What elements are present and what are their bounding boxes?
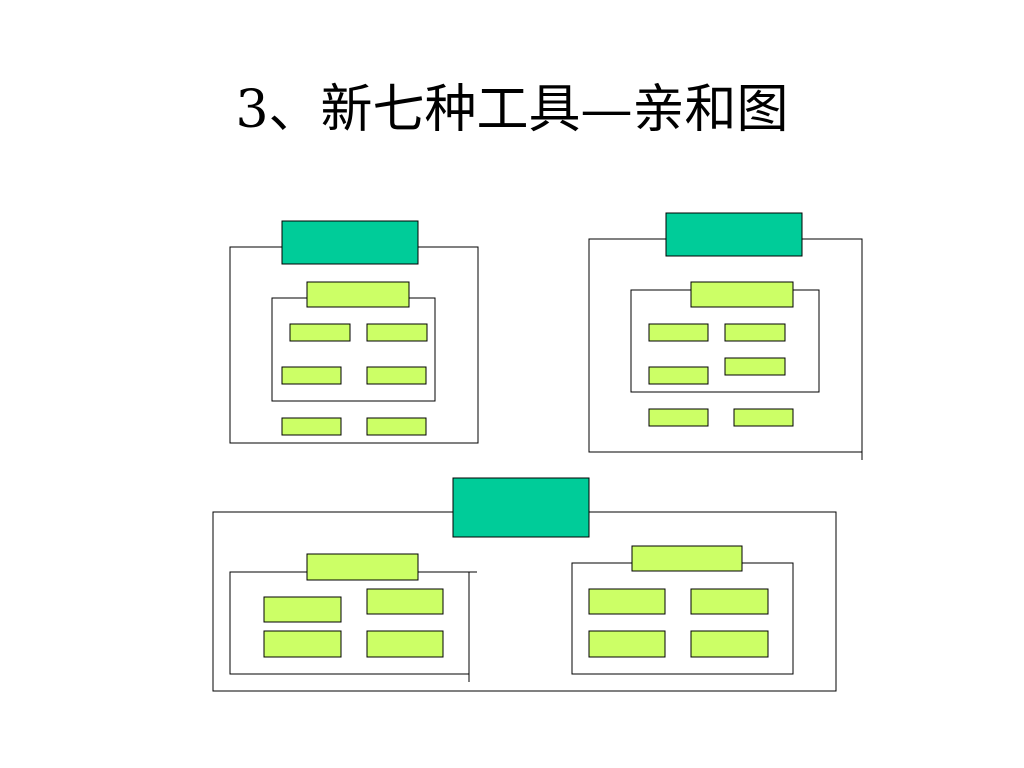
group-header-card xyxy=(281,220,419,265)
subgroup-header-card xyxy=(631,545,743,572)
affinity-group-3 xyxy=(212,477,837,692)
note-card xyxy=(289,323,351,342)
note-card xyxy=(281,417,342,436)
note-card xyxy=(366,366,427,385)
subgroup-header-card xyxy=(306,281,410,308)
note-card xyxy=(366,323,428,342)
note-card xyxy=(366,588,444,615)
note-card xyxy=(588,588,666,615)
affinity-group-2 xyxy=(588,212,863,460)
group-header-card xyxy=(452,477,590,538)
note-card xyxy=(281,366,342,385)
note-card xyxy=(366,417,427,436)
group-frame xyxy=(588,238,863,460)
subgroup-frame xyxy=(271,297,436,402)
note-card xyxy=(724,323,786,342)
note-card xyxy=(733,408,794,427)
note-card xyxy=(648,366,709,385)
note-card xyxy=(366,630,444,658)
note-card xyxy=(648,408,709,427)
affinity-subgroup-right xyxy=(571,545,794,675)
affinity-group-1 xyxy=(229,220,479,444)
note-card xyxy=(690,630,769,658)
group-frame xyxy=(229,246,479,444)
note-card xyxy=(263,630,342,658)
slide-title: 3、新七种工具—亲和图 xyxy=(235,80,789,140)
group-header-card xyxy=(665,212,803,257)
note-card xyxy=(263,596,342,623)
subgroup-header-card xyxy=(306,553,419,581)
note-card xyxy=(690,588,769,615)
note-card xyxy=(648,323,709,342)
note-card xyxy=(724,357,786,376)
subgroup-header-card xyxy=(690,281,794,308)
affinity-subgroup-left xyxy=(229,553,477,682)
note-card xyxy=(588,630,666,658)
